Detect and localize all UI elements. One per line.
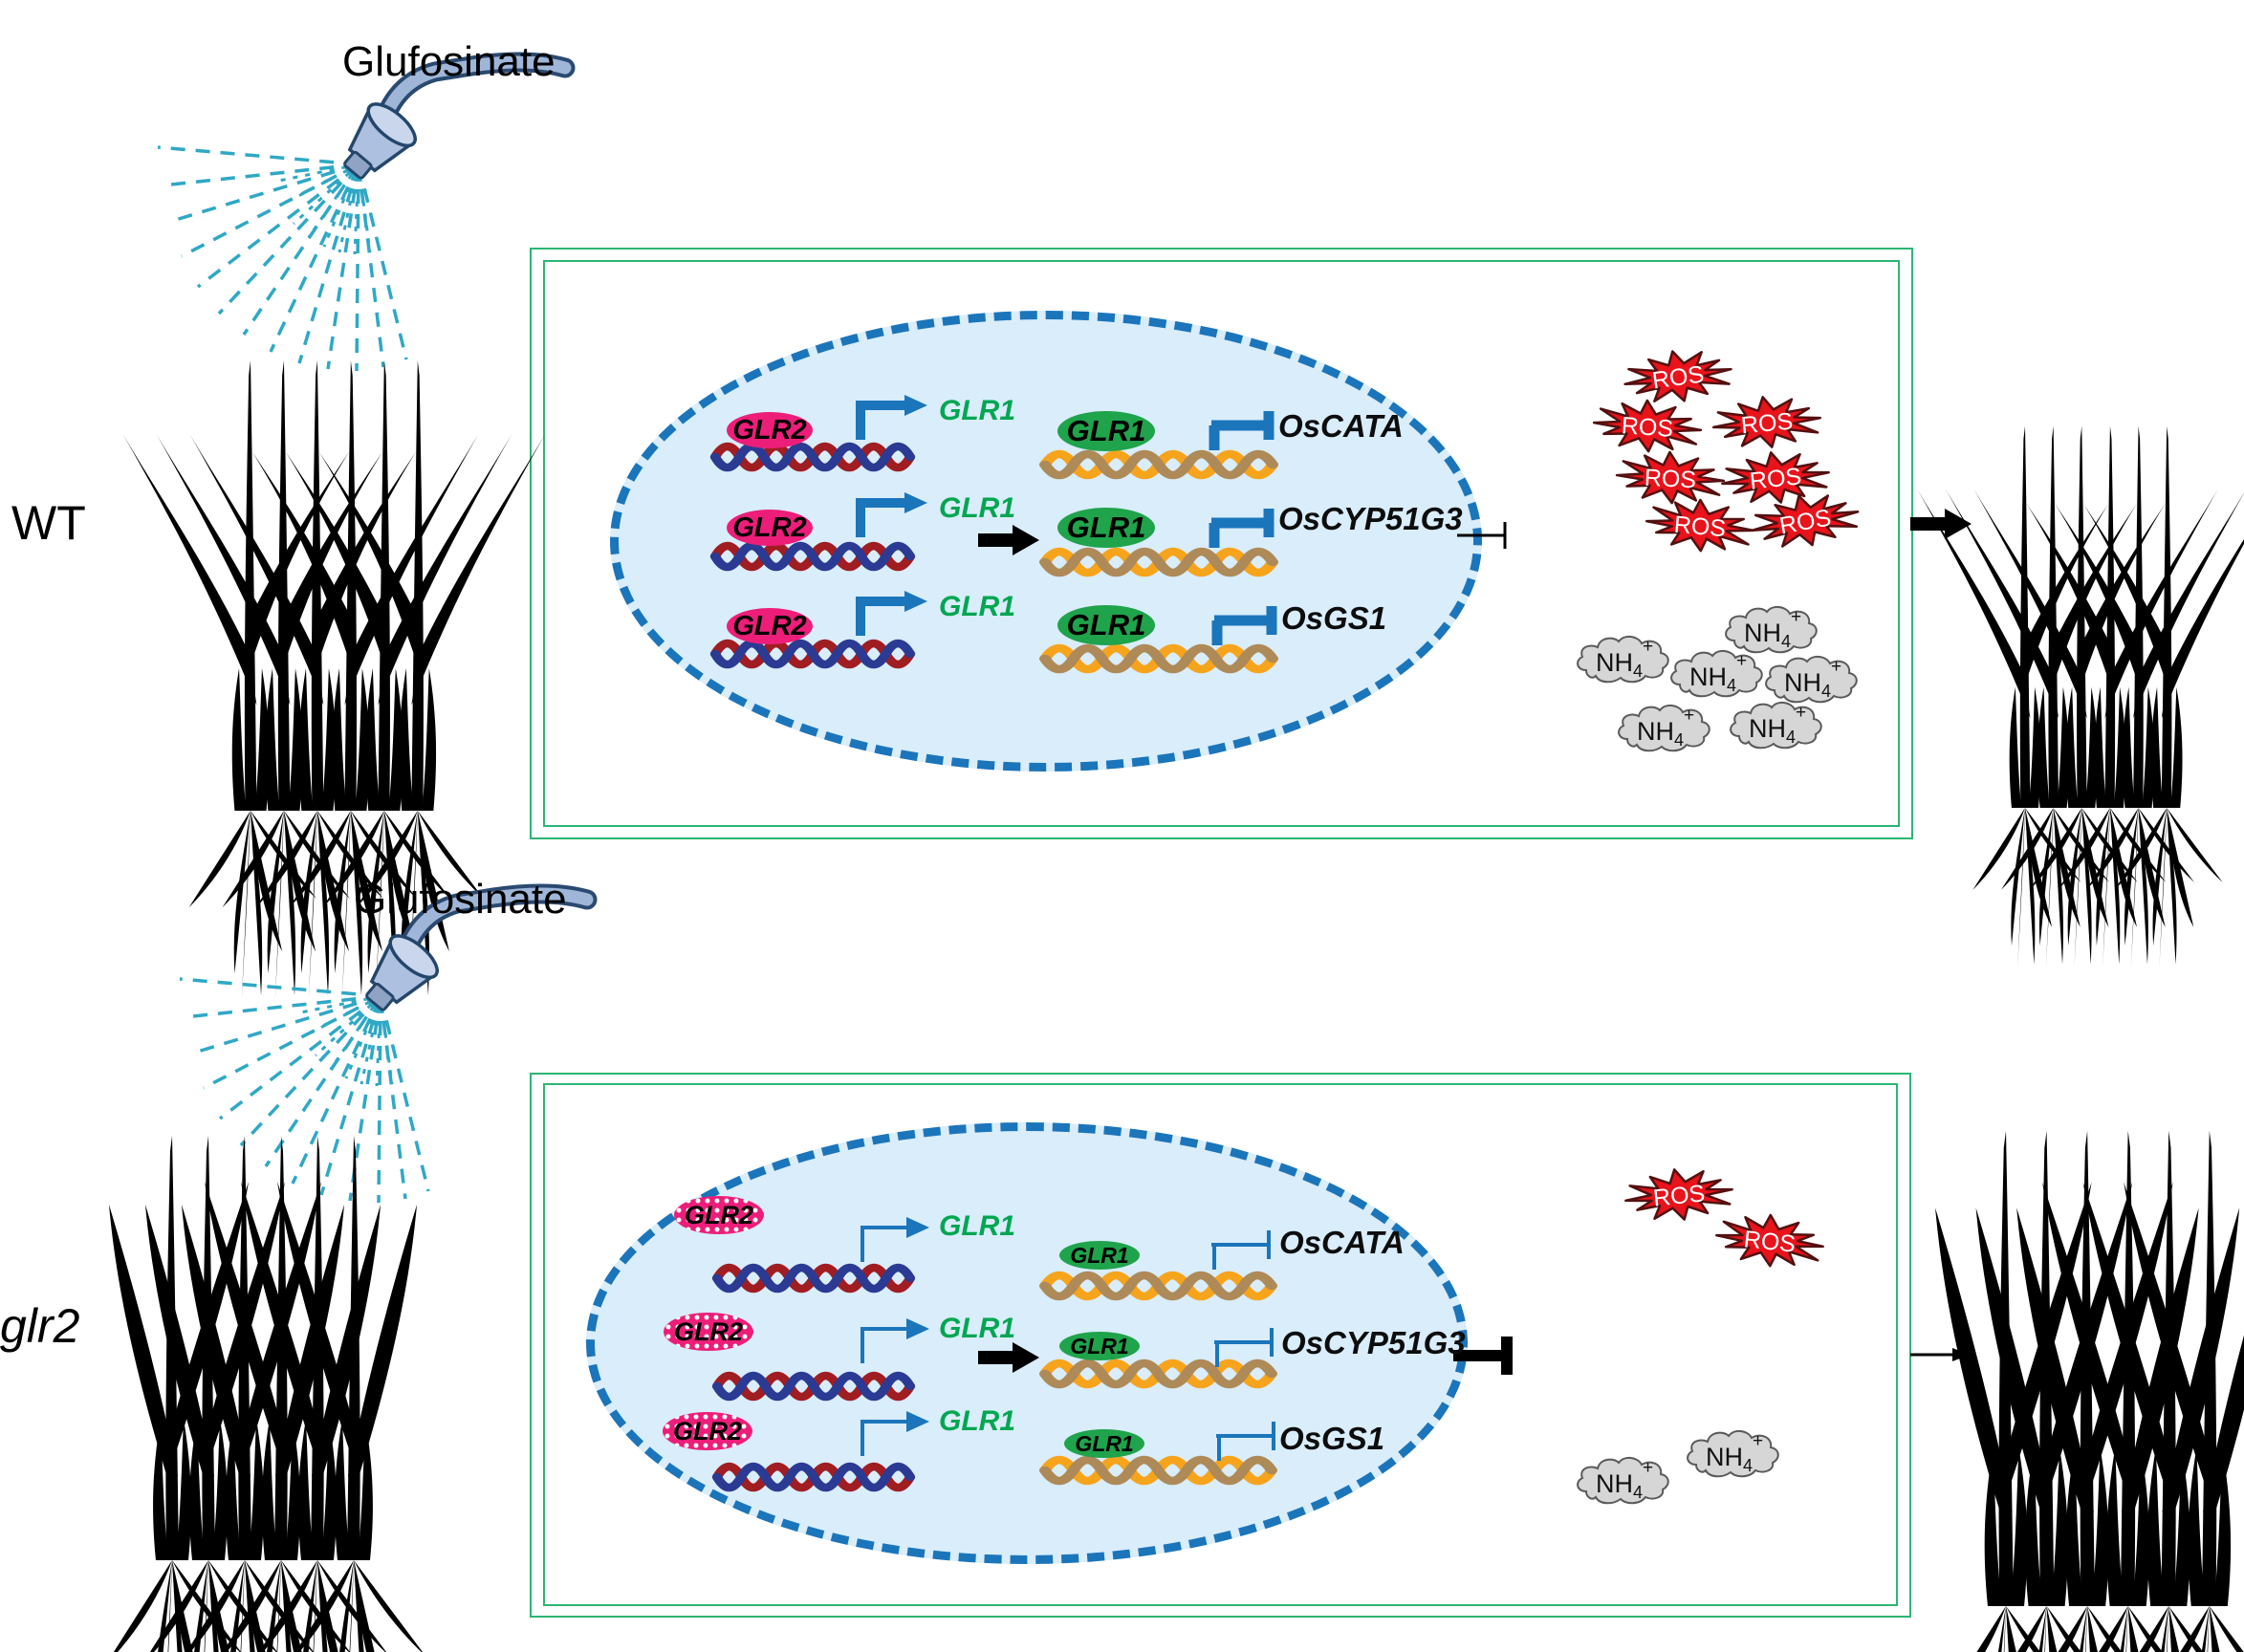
wt-panel-inner-box xyxy=(543,260,1900,827)
ros-burst-label: ROS xyxy=(1742,1226,1797,1258)
glr1-protein-oval-small: GLR1 xyxy=(1059,1332,1140,1360)
glr2-protein-label: GLR2 xyxy=(732,511,807,543)
glr1-transcript-label: GLR1 xyxy=(939,492,1016,524)
svg-text:NH4+: NH4+ xyxy=(1637,706,1694,750)
wt-ros-group: ROS ROS ROS ROS ROS ROS ROS xyxy=(1591,342,1863,557)
glr1-transcript-label: GLR1 xyxy=(939,591,1016,622)
glr1-protein-label: GLR1 xyxy=(1066,414,1146,447)
svg-text:NH4+: NH4+ xyxy=(1596,637,1653,681)
ros-burst-label: ROS xyxy=(1749,463,1803,495)
glr1-protein-oval-small: GLR1 xyxy=(1059,1241,1140,1270)
glr2-ammonium-group: NH4+ NH4+ xyxy=(1577,1429,1779,1505)
glr2-mutant-label: GLR2 xyxy=(684,1200,753,1229)
glr2-protein-oval: GLR2 xyxy=(727,510,813,546)
glr2-mutant-label: GLR2 xyxy=(672,1416,742,1446)
glr1-protein-label: GLR1 xyxy=(1075,1430,1134,1456)
glr2-mutant-oval: GLR2 xyxy=(674,1196,764,1234)
ros-burst-label: ROS xyxy=(1740,408,1794,440)
glr1-protein-label: GLR1 xyxy=(1070,1333,1129,1359)
glr2-panel-inner-box xyxy=(543,1083,1898,1606)
glr1-protein-oval: GLR1 xyxy=(1057,411,1155,451)
wt-panel-outer-box xyxy=(530,248,1913,839)
glr1-protein-label: GLR1 xyxy=(1066,511,1146,544)
glr2-ros-group: ROS ROS xyxy=(1622,1163,1827,1272)
glr2-mutant-oval: GLR2 xyxy=(663,1412,752,1450)
glr2-protein-label: GLR2 xyxy=(732,610,807,641)
ros-burst-label: ROS xyxy=(1644,465,1697,494)
target-gene-osgs1: OsGS1 xyxy=(1281,600,1387,636)
svg-text:NH4+: NH4+ xyxy=(1749,703,1806,747)
wt-herbicide-label: Glufosinate xyxy=(342,38,556,85)
svg-text:NH4+: NH4+ xyxy=(1689,651,1747,695)
ros-burst-label: ROS xyxy=(1673,511,1727,543)
glr2-protein-oval: GLR2 xyxy=(727,608,813,644)
glr1-transcript-label: GLR1 xyxy=(939,1313,1016,1344)
glr1-protein-oval-small: GLR1 xyxy=(1064,1429,1144,1458)
glr1-protein-label: GLR1 xyxy=(1066,608,1146,641)
target-gene-oscata: OsCATA xyxy=(1278,408,1404,444)
ros-burst-label: ROS xyxy=(1652,1180,1707,1212)
svg-text:NH4+: NH4+ xyxy=(1596,1458,1653,1502)
glr2-protein-oval: GLR2 xyxy=(727,412,813,448)
target-gene-osgs1: OsGS1 xyxy=(1279,1421,1385,1456)
svg-text:NH4+: NH4+ xyxy=(1784,657,1841,701)
glr2-protein-label: GLR2 xyxy=(732,414,807,446)
glr1-protein-oval: GLR1 xyxy=(1057,508,1155,548)
wt-ammonium-group: NH4+ NH4+ NH4+ NH4+ NH4+ NH4+ xyxy=(1577,605,1858,752)
glr2-herbicide-label: Glufosinate xyxy=(354,876,567,923)
glr2-plant-label: glr2 xyxy=(0,1299,80,1353)
glr2-mutant-oval: GLR2 xyxy=(664,1313,753,1351)
target-gene-oscata: OsCATA xyxy=(1279,1225,1405,1260)
glr1-protein-label: GLR1 xyxy=(1070,1242,1129,1268)
target-gene-oscyp51g3: OsCYP51G3 xyxy=(1281,1325,1466,1360)
glr1-transcript-label: GLR1 xyxy=(939,1210,1016,1242)
svg-text:NH4+: NH4+ xyxy=(1744,607,1801,651)
ros-burst-label: ROS xyxy=(1621,412,1674,443)
glr1-transcript-label: GLR1 xyxy=(939,395,1016,426)
glr1-transcript-label: GLR1 xyxy=(939,1405,1016,1437)
svg-text:NH4+: NH4+ xyxy=(1706,1431,1763,1475)
glr2-mutant-label: GLR2 xyxy=(673,1316,743,1346)
glr2-panel-outer-box xyxy=(530,1073,1911,1618)
glr1-protein-oval: GLR1 xyxy=(1057,605,1155,645)
target-gene-oscyp51g3: OsCYP51G3 xyxy=(1278,501,1463,536)
wt-plant-label: WT xyxy=(11,496,86,550)
